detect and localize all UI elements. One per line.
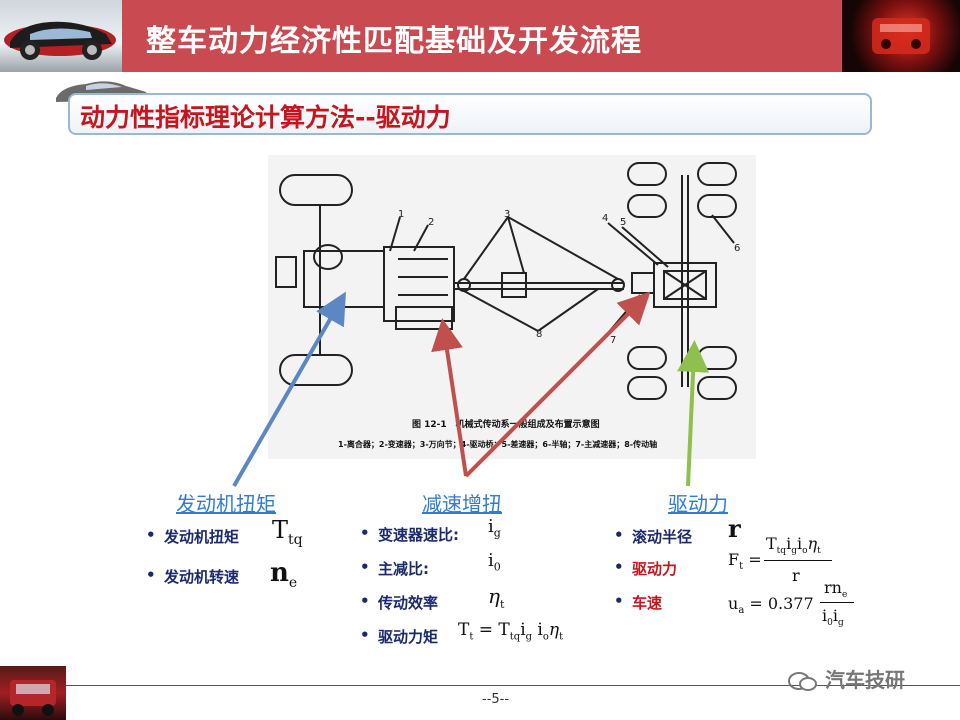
- part-label-3: 3: [504, 209, 510, 220]
- list-item: 主减比:: [360, 558, 459, 592]
- footer-truck-photo: [0, 666, 66, 720]
- diagram-caption-title: 图 12-1 机械式传动系一般组成及布置示意图: [412, 418, 600, 430]
- list-item: 发动机转速: [146, 566, 239, 606]
- part-label-1: 1: [398, 209, 404, 220]
- reduction-list: 变速器速比: 主减比: 传动效率 驱动力矩: [360, 524, 459, 660]
- symbol-engine-torque: Ttq: [272, 516, 303, 548]
- header-engine-photo-right: [842, 0, 960, 72]
- symbol-gear-ratio: ig: [488, 516, 501, 540]
- truck-icon: [10, 680, 56, 716]
- wechat-icon: [788, 671, 818, 693]
- symbol-engine-speed: ne: [270, 558, 298, 592]
- part-label-5: 5: [620, 217, 626, 228]
- engine-icon: [872, 18, 930, 54]
- section-subtitle: 动力性指标理论计算方法--驱动力: [80, 103, 451, 132]
- diagram-caption-legend: 1-离合器；2-变速器；3-万向节；4-驱动桥；5-差速器；6-半轴；7-主减速…: [338, 439, 657, 450]
- formula-drive-torque: Tt = Ttqig ioηt: [458, 620, 564, 643]
- part-label-6: 6: [734, 243, 740, 254]
- engine-list: 发动机扭矩 发动机转速: [146, 526, 239, 606]
- drive-list: 滚动半径 驱动力 车速: [614, 526, 692, 626]
- list-item: 车速: [614, 592, 692, 626]
- column-title-reduction: 减速增扭: [422, 492, 502, 516]
- drivetrain-diagram: 1 2 3 4 5 6 7 8 图 12-1 机械式传动系一般组成及布置示意图 …: [268, 155, 756, 459]
- subtitle-bar: [68, 93, 872, 135]
- column-title-engine-torque: 发动机扭矩: [176, 492, 276, 516]
- header-band: [0, 0, 960, 72]
- list-item: 变速器速比:: [360, 524, 459, 558]
- column-title-drive-force: 驱动力: [668, 492, 728, 516]
- part-label-8: 8: [536, 329, 542, 340]
- part-label-2: 2: [428, 217, 434, 228]
- list-item: 驱动力: [614, 558, 692, 592]
- page-title: 整车动力经济性匹配基础及开发流程: [146, 24, 642, 59]
- watermark: 汽车技研: [788, 664, 905, 693]
- symbol-efficiency: ηt: [488, 584, 505, 611]
- footer-divider: [66, 685, 960, 686]
- sports-car-icon: [4, 21, 116, 60]
- list-item: 发动机扭矩: [146, 526, 239, 566]
- list-item: 驱动力矩: [360, 626, 459, 660]
- part-label-4: 4: [602, 213, 608, 224]
- symbol-final-drive-ratio: i0: [488, 550, 501, 574]
- list-item: 传动效率: [360, 592, 459, 626]
- symbol-rolling-radius: r: [728, 514, 741, 543]
- drivetrain-schematic: 1 2 3 4 5 6 7 8 图 12-1 机械式传动系一般组成及布置示意图 …: [275, 162, 740, 450]
- page-number: --5--: [482, 692, 510, 707]
- list-item: 滚动半径: [614, 526, 692, 558]
- part-label-7: 7: [610, 335, 616, 346]
- header-car-photo-left: [0, 0, 122, 72]
